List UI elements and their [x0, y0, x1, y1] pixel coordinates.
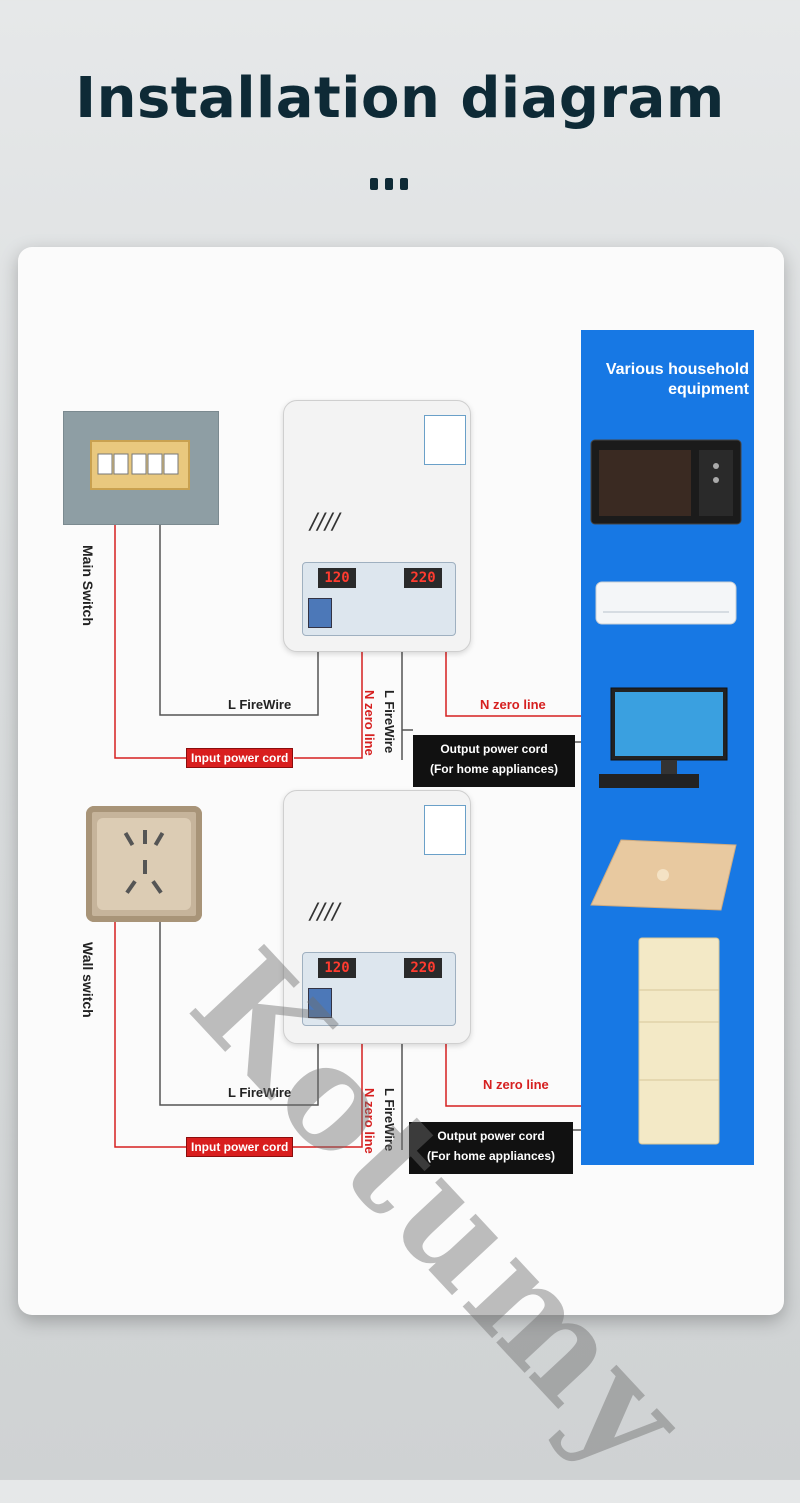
bottom-input-power-cord-tag: Input power cord — [186, 1137, 294, 1157]
page-title: Installation diagram — [75, 66, 725, 131]
bottom-input-wire-b — [292, 1042, 363, 1148]
ellipsis-dots-icon — [370, 178, 408, 190]
socket-holes-icon — [123, 830, 165, 894]
bottom-n-zero-line-label: N zero line — [483, 1077, 549, 1092]
breaker-top-icon — [308, 598, 332, 628]
monitor-icon — [599, 687, 728, 788]
bottom-l-wire-left — [159, 922, 319, 1106]
display-right-top: 220 — [404, 568, 442, 588]
spec-sticker-top-icon — [424, 415, 466, 465]
top-n-zero-line-vertical: N zero line — [362, 690, 377, 756]
breaker-row-icon — [90, 440, 190, 490]
wall-switch-label: Wall switch — [80, 942, 96, 1018]
top-l-firewire-vertical: L FireWire — [382, 690, 397, 754]
bottom-n-wire-right — [445, 1042, 582, 1107]
microwave-icon — [590, 439, 742, 525]
equipment-panel-title: Various household equipment — [581, 360, 749, 400]
spec-sticker-bottom-icon — [424, 805, 466, 855]
bottom-l-firewire-label: L FireWire — [228, 1085, 292, 1100]
display-right-bottom: 220 — [404, 958, 442, 978]
equipment-title-line1: Various household — [605, 361, 749, 378]
top-n-wire-right — [445, 650, 582, 717]
bottom-output-line1: Output power cord — [437, 1129, 545, 1143]
top-l-wire-left — [159, 523, 319, 716]
vent-slashes-top-icon: //// — [310, 510, 340, 535]
bottom-wires — [114, 922, 592, 1150]
top-output-line1: Output power cord — [440, 742, 548, 756]
air-conditioner-icon — [595, 581, 737, 625]
bottom-output-line2: (For home appliances) — [426, 1149, 556, 1163]
top-output-line2: (For home appliances) — [429, 762, 559, 776]
bottom-input-wire-a — [114, 922, 186, 1148]
refrigerator-icon — [638, 937, 720, 1145]
main-switch-label: Main Switch — [80, 545, 96, 626]
bottom-output-power-cord-tag: Output power cord (For home appliances) — [409, 1122, 573, 1174]
top-input-wire-b — [294, 650, 363, 759]
top-n-zero-line-label: N zero line — [480, 697, 546, 712]
display-left-top: 120 — [318, 568, 356, 588]
appliances-illustration — [590, 439, 742, 1145]
breakers-icon — [97, 453, 179, 475]
laptop-icon — [590, 839, 737, 911]
bottom-n-zero-line-vertical: N zero line — [362, 1088, 377, 1154]
bottom-l-firewire-vertical: L FireWire — [382, 1088, 397, 1152]
top-l-firewire-label: L FireWire — [228, 697, 292, 712]
top-output-power-cord-tag: Output power cord (For home appliances) — [413, 735, 575, 787]
equipment-title-line2: equipment — [668, 381, 749, 398]
top-input-power-cord-tag: Input power cord — [186, 748, 294, 768]
vent-slashes-bottom-icon: //// — [310, 900, 340, 925]
display-left-bottom: 120 — [318, 958, 356, 978]
top-input-wire-a — [114, 523, 186, 759]
socket-face — [97, 818, 191, 910]
breaker-bottom-icon — [308, 988, 332, 1018]
